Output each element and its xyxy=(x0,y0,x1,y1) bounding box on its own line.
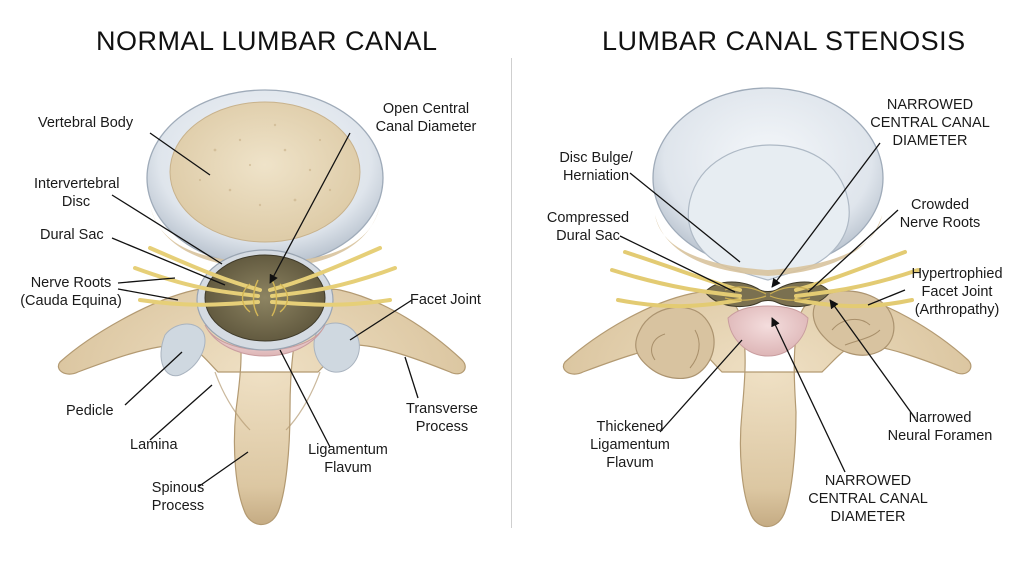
stenosis-disc-bulge xyxy=(687,144,850,281)
label-dural-sac: Dural Sac xyxy=(40,227,104,243)
label-narrowed-foramen: Narrowed Neural Foramen xyxy=(887,410,993,444)
normal-vertebral-body xyxy=(169,101,361,243)
title-canal-stenosis: LUMBAR CANAL STENOSIS xyxy=(602,26,966,56)
label-narrowed-canal-bottom: NARROWED CENTRAL CANAL DIAMETER xyxy=(808,473,928,525)
normal-right-facet xyxy=(313,322,360,373)
label-disc-bulge: Disc Bulge/ Herniation xyxy=(559,150,633,184)
label-transverse-process: Transverse Process xyxy=(406,401,478,435)
panel-divider xyxy=(511,58,512,528)
label-spinous-process: Spinous Process xyxy=(151,480,205,514)
label-nerve-roots: Nerve Roots (Cauda Equina) xyxy=(20,275,122,309)
normal-vertebra xyxy=(57,89,466,526)
label-intervertebral-disc: Intervertebral Disc xyxy=(34,176,120,210)
label-narrowed-canal-top: NARROWED CENTRAL CANAL DIAMETER xyxy=(870,97,990,149)
stenosis-nerve-roots xyxy=(610,250,920,309)
stenosis-leader-lines xyxy=(619,142,916,473)
normal-dural-sac xyxy=(204,254,326,342)
label-thickened-ligamentum: Thickened Ligamentum Flavum xyxy=(590,419,670,471)
label-pedicle: Pedicle xyxy=(66,403,114,419)
stenosis-vertebra xyxy=(562,87,972,528)
label-hypertrophied-facet: Hypertrophied Facet Joint (Arthropathy) xyxy=(911,266,1003,318)
normal-nerve-roots xyxy=(133,246,397,307)
label-crowded-nerve-roots: Crowded Nerve Roots xyxy=(899,197,981,231)
label-compressed-dural-sac: Compressed Dural Sac xyxy=(546,210,630,244)
normal-left-pedicle xyxy=(160,323,206,377)
label-ligamentum-flavum: Ligamentum Flavum xyxy=(308,442,388,476)
normal-leader-lines xyxy=(111,132,419,488)
label-lamina: Lamina xyxy=(130,437,178,453)
label-vertebral-body: Vertebral Body xyxy=(38,115,134,131)
label-open-central-canal: Open Central Canal Diameter xyxy=(375,101,477,135)
stenosis-ligamentum-flavum xyxy=(727,305,809,357)
label-facet-joint: Facet Joint xyxy=(410,292,481,308)
title-normal-canal: NORMAL LUMBAR CANAL xyxy=(96,26,438,56)
